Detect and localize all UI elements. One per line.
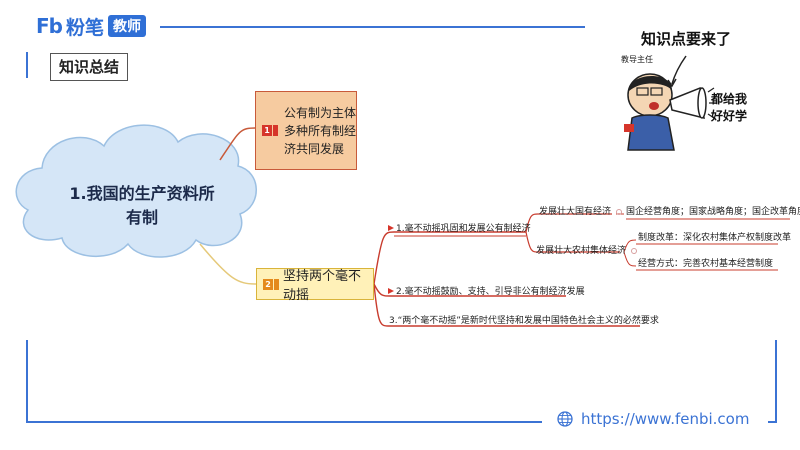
branch-b-node: 2 坚持两个毫不动摇 xyxy=(256,268,374,303)
flag-icon xyxy=(388,288,394,294)
teacher-mouth xyxy=(649,102,659,110)
logo-name: 粉笔 xyxy=(65,16,104,39)
number-badge-1-icon: 1 xyxy=(262,125,278,136)
frame-right-line xyxy=(775,340,777,422)
footer-url: https://www.fenbi.com xyxy=(557,410,749,428)
child-1-label: 1.毫不动摇巩固和发展公有制经济 xyxy=(388,221,531,234)
collapse-circle-icon xyxy=(631,247,638,254)
connector-b-1 xyxy=(373,231,526,285)
branch-a-line-1: 公有制为主体 xyxy=(284,105,357,120)
callout-speech: 都给我 好好学 xyxy=(711,91,747,125)
megaphone xyxy=(669,86,705,119)
connector-collective-leaves xyxy=(623,239,637,267)
teacher-hair xyxy=(628,75,672,92)
state-economy-leaf: 国企经营角度；国家战略角度；国企改革角度 xyxy=(626,207,800,217)
collapse-circle-icon xyxy=(616,208,623,215)
branch-a-node: 1 公有制为主体 多种所有制经 济共同发展 xyxy=(255,91,357,170)
collective-operation-leaf: 经营方式：完善农村基本经营制度 xyxy=(638,259,774,269)
number-badge-2-icon: 2 xyxy=(263,278,279,290)
connector-1-state xyxy=(525,213,612,233)
footer-url-text[interactable]: https://www.fenbi.com xyxy=(581,410,750,428)
callout-speech-line-1: 都给我 xyxy=(711,92,748,106)
header-divider xyxy=(160,26,585,28)
collective-reform-leaf: 制度改革：深化农村集体产权制度改革 xyxy=(638,233,792,243)
left-accent-bar xyxy=(26,52,28,78)
frame-bottom-line xyxy=(26,421,542,423)
branch-b-text: 坚持两个毫不动摇 xyxy=(283,269,362,303)
logo-badge: 教师 xyxy=(108,15,146,37)
connector-b-2 xyxy=(373,283,566,297)
branch-a-line-3: 济共同发展 xyxy=(284,141,345,156)
state-economy-label: 发展壮大国有经济 xyxy=(539,204,623,217)
frame-corner-line xyxy=(768,421,777,423)
child-2-label: 2.毫不动摇鼓励、支持、引导非公有制经济发展 xyxy=(388,284,585,297)
section-tag: 知识总结 xyxy=(50,53,129,81)
child-3-label: 3.“两个毫不动摇”是新时代坚持和发展中国特色社会主义的必然要求 xyxy=(389,316,659,326)
fenbi-logo: Fb 粉笔 教师 xyxy=(36,14,146,39)
branch-a-text: 公有制为主体 多种所有制经 济共同发展 xyxy=(284,104,356,158)
frame-left-line xyxy=(26,340,28,422)
teacher-illustration xyxy=(624,55,716,151)
flag-icon xyxy=(388,225,394,231)
collective-economy-label: 发展壮大农村集体经济 xyxy=(536,243,638,256)
teacher-armband xyxy=(624,124,634,132)
root-node-label: 1.我国的生产资料所有制 xyxy=(69,184,215,227)
logo-prefix: Fb xyxy=(36,14,63,38)
teacher-tag: 教导主任 xyxy=(621,55,653,64)
callout-speech-line-2: 好好学 xyxy=(711,109,748,123)
speech-bubble-arrow xyxy=(671,55,687,85)
branch-a-line-2: 多种所有制经 xyxy=(284,123,357,138)
globe-icon xyxy=(557,411,573,427)
callout-title: 知识点要来了 xyxy=(641,30,732,48)
teacher-glasses xyxy=(636,87,649,96)
root-cloud-shape xyxy=(15,124,257,258)
connector-1-collective xyxy=(525,231,620,253)
connector-root-a xyxy=(219,127,257,161)
connector-b-3 xyxy=(373,283,640,327)
teacher-body xyxy=(627,114,675,151)
connector-root-b xyxy=(199,243,257,285)
